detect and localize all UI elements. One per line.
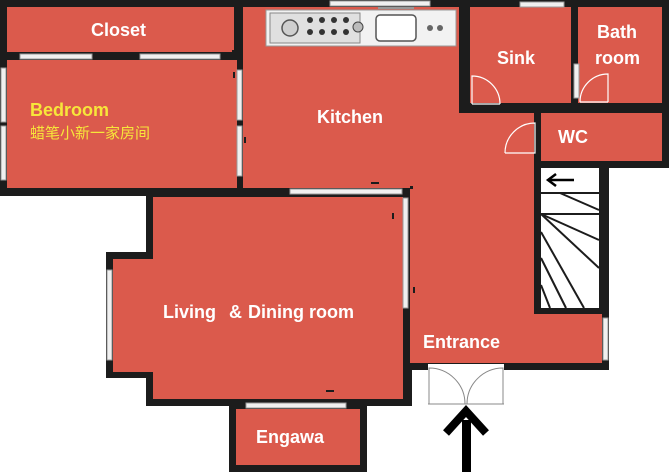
doors — [428, 73, 609, 406]
label-living: Living — [163, 302, 216, 322]
label-kitchen: Kitchen — [317, 107, 383, 127]
sink-basin-icon — [375, 14, 417, 42]
arrow-up-icon — [443, 405, 489, 472]
minor-arrows — [232, 50, 415, 392]
label-sink: Sink — [497, 48, 536, 68]
stove-burner-icon — [281, 19, 299, 37]
label-bath-line2: room — [595, 48, 640, 68]
label-bedroom: Bedroom — [30, 100, 109, 120]
arrow-left-icon — [545, 173, 574, 187]
room-bathroom — [578, 7, 662, 103]
label-living-amp: & — [229, 302, 242, 322]
room-closet — [7, 7, 234, 52]
room-hall — [410, 113, 534, 363]
room-wc — [541, 113, 662, 161]
staircase — [540, 168, 600, 309]
label-bedroom-note: 蜡笔小新一家房间 — [30, 124, 150, 142]
label-closet: Closet — [91, 20, 146, 40]
kitchen-counter — [265, 7, 457, 47]
entrance-double-door[interactable] — [428, 364, 504, 406]
label-wc: WC — [558, 127, 588, 147]
room-bedroom — [7, 60, 237, 188]
label-bath-line1: Bath — [597, 22, 637, 42]
label-engawa: Engawa — [256, 427, 325, 447]
room-entrance-wing — [534, 314, 602, 363]
label-dining: Dining room — [248, 302, 354, 322]
windows — [0, 0, 609, 409]
room-living — [153, 197, 403, 399]
room-engawa — [236, 409, 360, 465]
room-living-bay — [113, 259, 159, 372]
room-sink — [470, 7, 571, 103]
label-entrance: Entrance — [423, 332, 500, 352]
